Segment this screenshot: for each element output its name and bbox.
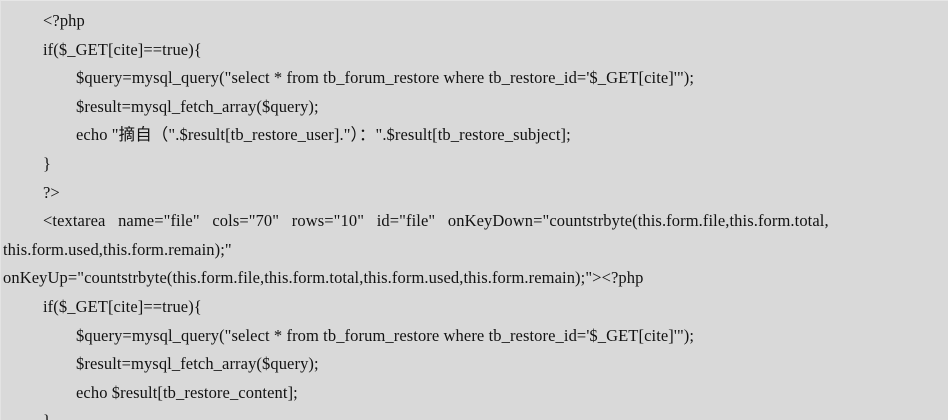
code-line: $result=mysql_fetch_array($query); (76, 96, 319, 116)
code-line: if($_GET[cite]==true){ (43, 39, 202, 59)
code-line: <?php (43, 11, 85, 30)
code-line: } (1, 407, 948, 420)
code-line: this.form.used,this.form.remain);" (3, 239, 232, 259)
code-line: } (43, 153, 52, 173)
code-line: echo $result[tb_restore_content]; (76, 382, 298, 402)
code-block: <?php if($_GET[cite]==true){ $query=mysql_… (1, 7, 948, 420)
code-line: if($_GET[cite]==true){ (43, 296, 202, 316)
code-line: $query=mysql_query("select * from tb_for… (76, 325, 695, 345)
code-line: onKeyUp="countstrbyte(this.form.file,thi… (3, 268, 644, 288)
code-line: $result=mysql_fetch_array($query); (76, 354, 319, 374)
code-line: echo "摘自（".$result[tb_restore_user]."）："… (76, 125, 571, 145)
code-line: <textarea name="file" cols="70" rows="10… (43, 211, 829, 231)
code-line: $query=mysql_query("select * from tb_for… (76, 68, 695, 88)
code-line: ?> (43, 182, 60, 202)
